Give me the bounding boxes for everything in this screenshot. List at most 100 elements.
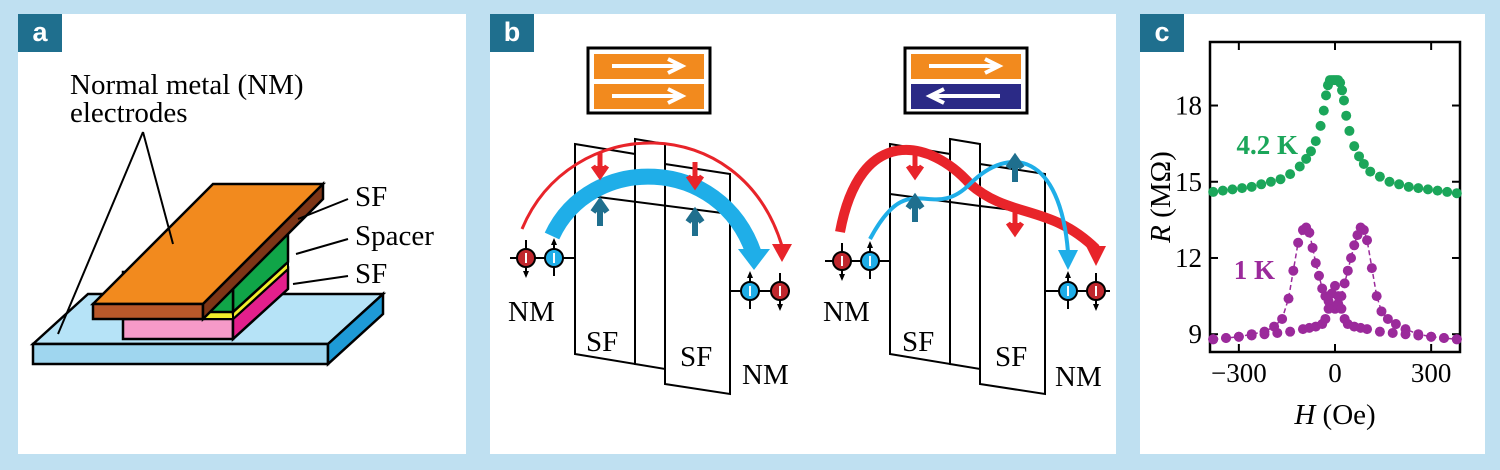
data-point — [1233, 331, 1244, 342]
data-point — [1337, 85, 1348, 96]
device-schematic: Normal metal (NM) electrodes SF Spacer S… — [29, 69, 434, 367]
data-point — [1277, 313, 1288, 324]
nm-right-label: NM — [1055, 361, 1102, 393]
sf1-label: SF — [902, 326, 934, 358]
data-point — [1285, 326, 1296, 337]
data-point — [1318, 105, 1329, 116]
data-point — [1285, 169, 1296, 180]
data-point — [1354, 151, 1365, 162]
pointer-line-bottom-electrode — [57, 131, 144, 335]
data-point — [1390, 319, 1401, 330]
pointer-line-top-electrode — [142, 131, 174, 245]
spin-down-icon — [832, 242, 852, 282]
data-point — [1307, 242, 1318, 253]
y-tick-label: 9 — [1189, 319, 1203, 349]
spin-down-arrow-icon — [1005, 209, 1025, 238]
series-label-4-2k: 4.2 K — [1236, 130, 1298, 160]
data-point — [1265, 176, 1276, 187]
data-point — [1208, 334, 1219, 345]
y-tick-label: 15 — [1175, 167, 1202, 197]
data-point — [1288, 265, 1299, 276]
data-point — [1366, 263, 1377, 274]
spin-down-icon — [770, 272, 790, 312]
data-point — [1323, 303, 1334, 314]
data-point — [1256, 179, 1267, 190]
spin-down-icon — [1086, 272, 1106, 312]
sf-barrier-2 — [664, 162, 731, 396]
data-point — [1376, 306, 1387, 317]
spin-down-icon — [516, 239, 536, 279]
layer-label-sf-top: SF — [355, 181, 387, 213]
data-point — [1341, 110, 1352, 121]
nm-left-label: NM — [508, 296, 555, 328]
pointer-line-sf-top — [297, 198, 349, 220]
arrow-right-icon — [612, 87, 687, 105]
data-point — [1313, 270, 1324, 281]
series-label-1k: 1 K — [1234, 255, 1275, 285]
y-tick-label: 18 — [1175, 91, 1202, 121]
data-point — [1317, 283, 1328, 294]
spin-up-tunneling-arc — [868, 160, 1070, 253]
panel-b: b — [490, 14, 1116, 454]
x-tick-label: 0 — [1328, 358, 1342, 388]
data-point — [1227, 184, 1238, 195]
data-point — [1336, 303, 1347, 314]
sf2-label: SF — [680, 341, 712, 373]
layer-label-spacer: Spacer — [355, 220, 434, 252]
data-point — [1221, 333, 1232, 344]
bottom-electrode-side — [326, 291, 385, 367]
data-point — [1339, 278, 1350, 289]
data-point — [1382, 313, 1393, 324]
data-point — [1349, 240, 1360, 251]
electrode-label-line1: Normal metal (NM) — [70, 69, 304, 101]
data-point — [1259, 329, 1270, 340]
data-point — [1451, 188, 1462, 199]
spin-down-tunneling-arc — [835, 144, 1100, 253]
data-point — [1283, 293, 1294, 304]
spin-up-arrow-icon — [685, 206, 705, 236]
data-point — [1394, 179, 1405, 190]
panel-label-a: a — [18, 14, 62, 52]
top-electrode-front — [91, 302, 205, 321]
spin-up-icon — [544, 237, 564, 277]
bottom-electrode-front — [31, 342, 330, 366]
top-electrode-side — [201, 180, 325, 323]
antiparallel-configuration: NM SF SF NM — [823, 46, 1110, 396]
data-point — [1349, 141, 1360, 152]
nm-right-label: NM — [742, 359, 789, 391]
arrow-right-icon — [612, 57, 687, 75]
data-point — [1387, 327, 1398, 338]
arrow-left-icon — [925, 87, 1000, 105]
data-point — [1403, 181, 1414, 192]
data-point — [1338, 95, 1349, 106]
data-point — [1384, 176, 1395, 187]
data-point — [1320, 313, 1331, 324]
data-point — [1358, 225, 1369, 236]
data-point — [1362, 235, 1373, 246]
data-points — [1208, 75, 1462, 345]
data-point — [1330, 280, 1340, 291]
spin-up-arrow-icon — [905, 192, 925, 222]
nm-left-label: NM — [823, 296, 870, 328]
data-point — [1208, 186, 1219, 197]
data-point — [1413, 330, 1424, 341]
sf1-label: SF — [586, 326, 618, 358]
data-point — [1237, 183, 1248, 194]
data-point — [1365, 166, 1376, 177]
data-point — [1342, 265, 1353, 276]
spin-down-arrow-icon — [685, 162, 705, 191]
data-point — [1217, 185, 1228, 196]
data-point — [1272, 327, 1283, 338]
pointer-line-sf-bottom — [292, 275, 349, 285]
data-point — [1301, 153, 1312, 164]
panel-a: a Normal metal (NM) electrodes SF Spacer… — [18, 14, 466, 454]
data-point — [1374, 326, 1385, 337]
y-tick-label: 12 — [1175, 243, 1202, 273]
electrode-label-line2: electrodes — [70, 97, 188, 129]
data-point — [1293, 237, 1304, 248]
data-point — [1275, 174, 1286, 185]
data-point — [1432, 185, 1443, 196]
data-point — [1294, 161, 1305, 172]
data-point — [1310, 258, 1321, 269]
